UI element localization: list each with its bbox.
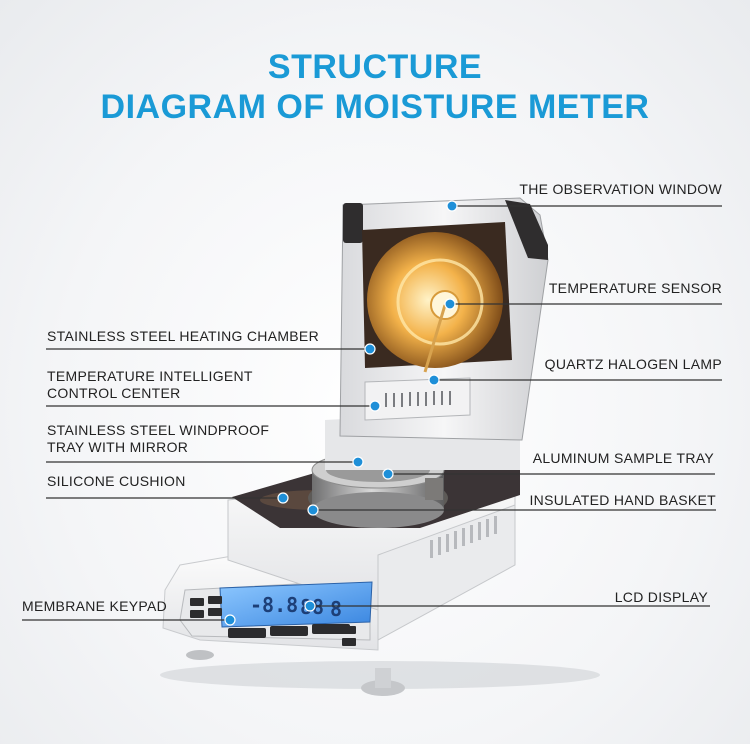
markers [224,200,458,626]
lid-handle [343,203,363,243]
label-observation-window: THE OBSERVATION WINDOW [519,181,722,197]
svg-text:-8.8: -8.8 [250,593,298,617]
marker-hand-basket [307,504,319,516]
sensor-rod [423,304,447,373]
keypad-buttons [190,596,356,646]
label-temperature-sensor: TEMPERATURE SENSOR [548,280,722,296]
foot-right-stem [375,668,391,688]
marker-lcd-display [304,600,316,612]
label-silicone-cushion: SILICONE CUSHION [47,473,186,489]
label-aluminum-tray: ALUMINUM SAMPLE TRAY [532,450,714,466]
label-quartz-lamp: QUARTZ HALOGEN LAMP [544,356,722,372]
label-heating-chamber: STAINLESS STEEL HEATING CHAMBER [47,328,319,344]
marker-aluminum-tray [382,468,394,480]
svg-text:8: 8 [330,597,342,621]
marker-silicone-cushion [277,492,289,504]
label-membrane-keypad: MEMBRANE KEYPAD [22,598,168,614]
page-subtitle: DIAGRAM OF MOISTURE METER [100,88,650,126]
label-windproof-tray-line1: STAINLESS STEEL WINDPROOF [47,422,270,438]
page-title: STRUCTURE [267,48,483,86]
basket-handle [425,478,443,500]
label-control-center-line1: TEMPERATURE INTELLIGENT [47,368,253,384]
vent-slots [430,516,497,558]
control-center-slots [385,391,451,407]
halogen-ring-inner [396,258,484,346]
lid-dark-edge [505,200,548,260]
marker-observation-window [446,200,458,212]
label-control-center-line2: CONTROL CENTER [47,385,181,401]
label-hand-basket: INSULATED HAND BASKET [529,492,716,508]
marker-membrane-keypad [224,614,236,626]
marker-windproof-tray [352,456,364,468]
marker-heating-chamber [364,343,376,355]
leader-lines [22,205,722,621]
foot-left [186,650,214,660]
marker-temperature-sensor [444,298,456,310]
marker-quartz-lamp [428,374,440,386]
marker-control-center [369,400,381,412]
label-lcd-display: LCD DISPLAY [614,589,708,605]
label-windproof-tray-line2: TRAY WITH MIRROR [47,439,189,455]
